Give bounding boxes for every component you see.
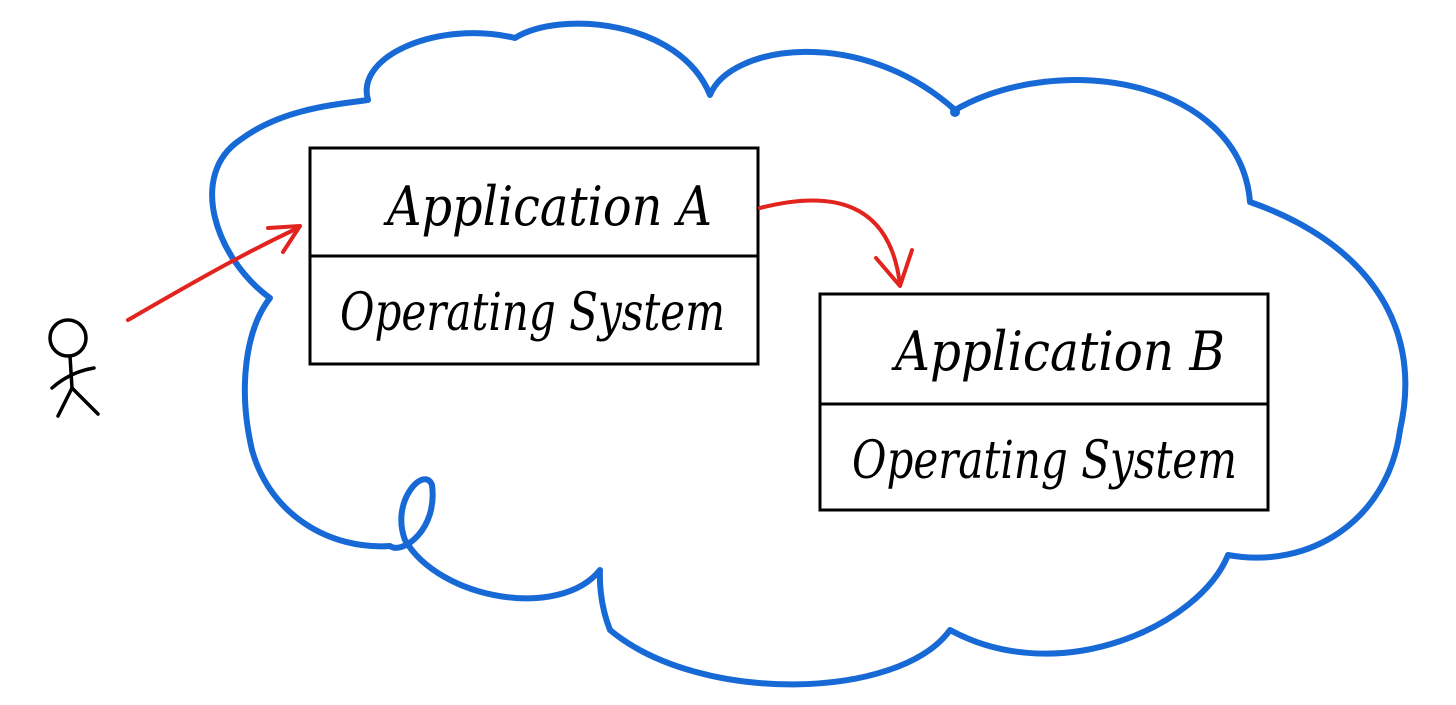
operating-system-b-label: Operating System [852, 431, 1237, 491]
application-a-box: Application A Operating System [308, 146, 760, 366]
box-b-outline [818, 292, 1270, 512]
cloud-loop-mark [950, 107, 960, 117]
application-a-label: Application A [383, 175, 712, 238]
user-to-app-a-arrow [126, 224, 302, 322]
stick-figure-icon [48, 318, 100, 418]
application-b-box: Application B Operating System [818, 292, 1270, 512]
cloud-icon [209, 20, 1409, 688]
operating-system-a-label: Operating System [340, 283, 725, 343]
app-a-to-app-b-arrow [758, 198, 914, 288]
application-b-label: Application B [891, 320, 1225, 383]
